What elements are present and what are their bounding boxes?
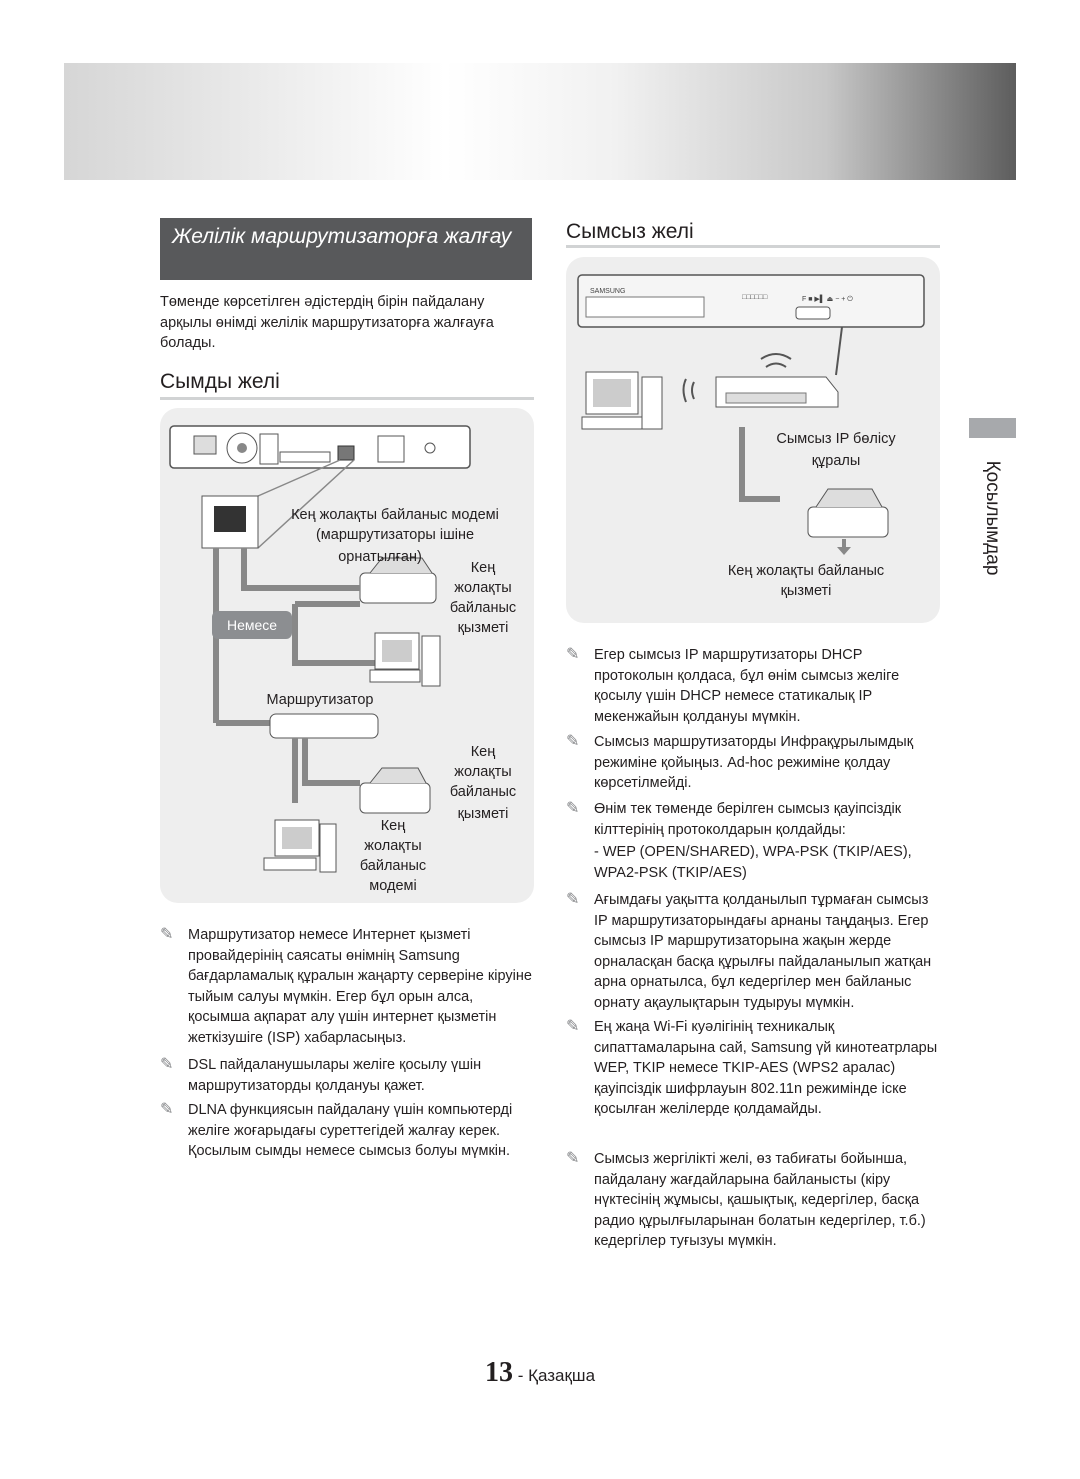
- wireless-note-2: ✎Сымсыз маршрутизаторды Инфрақұрылымдық …: [566, 733, 914, 791]
- lan-port: [337, 445, 355, 461]
- note-icon: ✎: [566, 800, 580, 817]
- power-socket: [193, 435, 217, 455]
- note-icon: ✎: [566, 733, 580, 750]
- header-banner: [64, 63, 1016, 180]
- note-icon: ✎: [566, 646, 580, 663]
- wireless-heading-rule: [566, 245, 940, 248]
- router-icon: [269, 713, 379, 739]
- wired-note-1: ✎Маршрутизатор немесе Интернет қызметі п…: [160, 926, 532, 1046]
- wired-heading-rule: [160, 397, 534, 400]
- label-service-b-4: қызметі: [457, 806, 509, 822]
- or-badge: Немесе: [212, 611, 292, 639]
- label-service-a-3: байланыс: [449, 600, 517, 616]
- wireless-diagram-art: SAMSUNG □□□□□□ F ■ ▶▌ ⏏ − + ⏻: [577, 274, 925, 555]
- svg-text:SAMSUNG: SAMSUNG: [590, 288, 625, 295]
- label-service-a-2: жолақты: [454, 580, 512, 596]
- wireless-note-1: ✎Егер сымсыз IP маршрутизаторы DHCP прот…: [566, 646, 900, 725]
- label-broadband-service-2: қызметі: [780, 583, 832, 599]
- label-service-a-4: қызметі: [457, 620, 509, 636]
- section-title: Желілік маршрутизаторға жалғау: [160, 218, 532, 280]
- wireless-note-6: ✎Сымсыз жергілікті желі, өз табиғаты бой…: [566, 1150, 926, 1249]
- label-modem-builtin-3: орнатылған): [338, 549, 422, 565]
- svg-text:□□□□□□: □□□□□□: [742, 294, 768, 302]
- label-service-a-1: Кең: [470, 560, 496, 576]
- wired-note-2: ✎DSL пайдаланушылары желіге қосылу үшін …: [160, 1056, 482, 1094]
- label-modem-1: Кең: [380, 818, 406, 834]
- label-broadband-service-1: Кең жолақты байланыс: [727, 563, 885, 579]
- label-modem-builtin-2: (маршрутизаторы ішіне: [315, 527, 475, 543]
- label-modem-2: жолақты: [364, 838, 422, 854]
- wired-heading: Сымды желі: [160, 370, 280, 393]
- note-icon: ✎: [566, 1018, 580, 1035]
- wired-diagram-art: [169, 425, 471, 873]
- label-modem-4: модемі: [369, 878, 417, 894]
- wireless-note-3: ✎Өнім тек төменде берілген сымсыз қауіпс…: [566, 800, 902, 838]
- note-icon: ✎: [160, 1056, 174, 1073]
- wireless-heading: Сымсыз желі: [566, 220, 694, 243]
- svg-text:F ■ ▶▌ ⏏ − + ⏻: F ■ ▶▌ ⏏ − + ⏻: [802, 294, 853, 304]
- wireless-diagram: SAMSUNG □□□□□□ F ■ ▶▌ ⏏ − + ⏻ Сымсыз IP …: [566, 257, 940, 623]
- wireless-note-4: ✎Ағымдағы уақытта қолданылып тұрмаған сы…: [566, 891, 932, 1011]
- page-footer: 13 - Қазақша: [0, 1357, 1080, 1389]
- label-ip-sharer-2: құралы: [811, 453, 861, 469]
- modem-icon: [807, 506, 889, 538]
- label-router: Маршрутизатор: [266, 692, 374, 708]
- wireless-note-5: ✎Ең жаңа Wi-Fi куәлігінің техникалық сип…: [566, 1018, 938, 1117]
- label-service-b-1: Кең: [470, 744, 496, 760]
- wired-diagram: Немесе Кең жолақты байланыс модемі (марш…: [160, 408, 534, 903]
- label-ip-sharer-1: Сымсыз IP бөлісу: [776, 431, 896, 447]
- wired-note-3: ✎DLNA функциясын пайдалану үшін компьюте…: [160, 1101, 513, 1159]
- side-tab-label: Қосылымдар: [982, 460, 1003, 576]
- security-protocols-list: - WEP (OPEN/SHARED), WPA-PSK (TKIP/AES),…: [594, 844, 912, 881]
- wifi-signal-icon: [760, 353, 792, 360]
- label-modem-builtin-1: Кең жолақты байланыс модемі: [291, 507, 499, 523]
- intro-text: Төменде көрсетілген әдістердің бірін пай…: [160, 294, 494, 351]
- note-icon: ✎: [160, 1101, 174, 1118]
- note-icon: ✎: [566, 891, 580, 908]
- note-icon: ✎: [566, 1150, 580, 1167]
- side-tab-marker: [969, 418, 1016, 438]
- label-modem-3: байланыс: [359, 858, 427, 874]
- modem-router-icon: [359, 572, 437, 604]
- label-service-b-3: байланыс: [449, 784, 517, 800]
- note-icon: ✎: [160, 926, 174, 943]
- footer-language: - Қазақша: [512, 1366, 596, 1385]
- modem-icon: [359, 782, 431, 814]
- page-number: 13: [484, 1357, 513, 1388]
- label-service-b-2: жолақты: [454, 764, 512, 780]
